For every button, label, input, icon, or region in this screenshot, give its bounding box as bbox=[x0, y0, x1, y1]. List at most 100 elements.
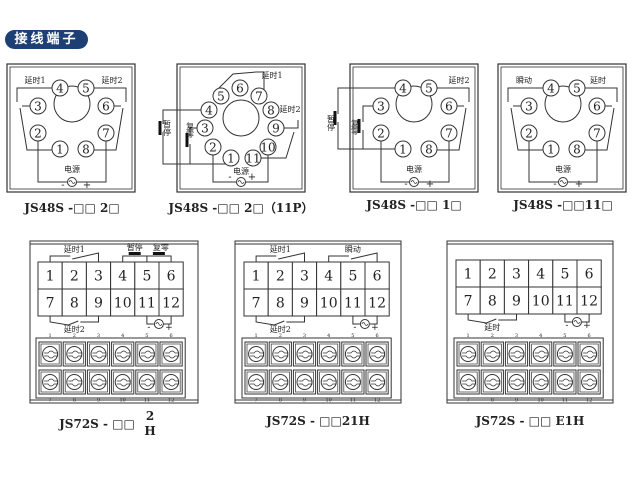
terminal-cell-number: 12 bbox=[368, 296, 386, 312]
wire bbox=[328, 255, 349, 262]
screw-terminal-icon bbox=[317, 341, 341, 367]
model-caption: JS48S -□□11□ bbox=[512, 198, 613, 212]
wire bbox=[49, 316, 79, 326]
terminal-block-number: 12 bbox=[374, 398, 380, 404]
terminal-cell-number: 1 bbox=[46, 269, 55, 285]
terminal-cell bbox=[85, 288, 112, 317]
pin-circle bbox=[196, 119, 214, 137]
terminal-block-number: 8 bbox=[491, 398, 494, 404]
pin-circle bbox=[420, 79, 438, 97]
minus-label: - bbox=[61, 180, 64, 191]
screw-terminal-icon bbox=[365, 341, 389, 367]
terminal-cell bbox=[340, 261, 366, 290]
screw-terminal-icon bbox=[317, 369, 341, 395]
pin-circle bbox=[568, 140, 586, 158]
screw-terminal-icon bbox=[341, 341, 365, 367]
terminal-block-number: 2 bbox=[491, 333, 494, 339]
wire bbox=[507, 87, 543, 102]
delay1-label: 延时1 bbox=[261, 70, 282, 80]
delay1-label: 延时1 bbox=[24, 75, 45, 85]
screw-terminal-icon bbox=[341, 369, 365, 395]
terminal-block-number: 9 bbox=[515, 398, 518, 404]
screw-terminal-icon bbox=[62, 369, 86, 395]
screw-terminal-icon bbox=[480, 341, 504, 367]
wire bbox=[564, 314, 572, 323]
terminal-cell-number: 5 bbox=[560, 267, 569, 283]
terminal-block-number: 12 bbox=[586, 398, 592, 404]
terminal-block-number: 1 bbox=[49, 333, 52, 339]
pin-number: 8 bbox=[267, 104, 275, 118]
pin-number: 8 bbox=[573, 143, 581, 157]
push-switch-icon bbox=[333, 111, 337, 125]
pin-number: 8 bbox=[82, 143, 90, 157]
screw-terminal-icon bbox=[292, 369, 317, 395]
wire bbox=[146, 255, 172, 262]
terminal-cell-number: 6 bbox=[373, 269, 382, 285]
terminal-block-number: 4 bbox=[327, 333, 330, 339]
screw-terminal-icon bbox=[365, 369, 389, 395]
pin-number: 6 bbox=[236, 82, 244, 96]
terminal-cell-number: 2 bbox=[70, 269, 79, 285]
push-switch-icon bbox=[357, 119, 361, 133]
terminal-block-number: 4 bbox=[539, 333, 542, 339]
terminal-block-number: 3 bbox=[97, 333, 100, 339]
minus-label: - bbox=[228, 172, 231, 183]
terminal-cell bbox=[291, 261, 318, 290]
screw-terminal-icon bbox=[111, 341, 135, 367]
wire bbox=[16, 87, 52, 102]
screw-terminal-icon bbox=[504, 341, 529, 367]
pin-number: 5 bbox=[82, 82, 90, 96]
screw-terminal-icon bbox=[135, 369, 159, 395]
terminal-cell-number: 11 bbox=[138, 296, 156, 312]
pin-number: 3 bbox=[34, 100, 42, 114]
terminal-cell bbox=[479, 286, 505, 315]
terminal-cell-number: 7 bbox=[252, 296, 261, 312]
wire bbox=[122, 255, 148, 262]
terminal-block-number: 4 bbox=[121, 333, 124, 339]
pin-number: 3 bbox=[525, 100, 533, 114]
wire bbox=[337, 122, 395, 150]
wire bbox=[163, 316, 172, 325]
ac-power-icon bbox=[409, 177, 419, 187]
screw-terminal-icon bbox=[577, 369, 601, 395]
wire bbox=[528, 141, 558, 183]
terminal-block-number: 6 bbox=[588, 333, 591, 339]
terminal-block-number: 3 bbox=[303, 333, 306, 339]
wire bbox=[94, 87, 127, 102]
terminal-block-number: 9 bbox=[97, 398, 100, 404]
wire bbox=[246, 155, 269, 183]
terminal-cell-number: 7 bbox=[464, 294, 473, 310]
terminal-cell-number: 4 bbox=[536, 267, 545, 283]
terminal-block-number: 10 bbox=[120, 398, 126, 404]
pin-circle bbox=[394, 79, 412, 97]
terminal-cell-number: 8 bbox=[488, 294, 497, 310]
screw-terminal-icon bbox=[529, 369, 553, 395]
screw-terminal-icon bbox=[86, 341, 111, 367]
delay-label: 延时 bbox=[484, 322, 500, 332]
wire bbox=[80, 316, 99, 323]
wire bbox=[350, 252, 378, 262]
round-socket-diagram: 1234567891011延时1延时2暂停复零电源-+JS48S -□□ 2□（… bbox=[158, 63, 314, 215]
wire bbox=[94, 107, 124, 151]
terminal-cell bbox=[267, 288, 293, 317]
terminal-cell bbox=[158, 261, 184, 290]
screw-terminal-icon bbox=[62, 341, 86, 367]
minus-label: - bbox=[565, 321, 568, 331]
wire bbox=[437, 107, 467, 151]
screw-terminal-icon bbox=[244, 369, 268, 395]
wire bbox=[352, 316, 360, 325]
wire bbox=[585, 87, 618, 102]
pin-number: 7 bbox=[102, 127, 110, 141]
pin-circle bbox=[51, 79, 69, 97]
pin-circle bbox=[29, 124, 47, 142]
wire bbox=[286, 316, 305, 323]
pin-circle bbox=[259, 138, 277, 156]
pin-circle bbox=[204, 138, 222, 156]
terminal-cell-number: 2 bbox=[276, 269, 285, 285]
wire bbox=[49, 255, 71, 262]
terminal-cell-number: 11 bbox=[344, 296, 362, 312]
reset-label: 复零 bbox=[186, 121, 195, 139]
